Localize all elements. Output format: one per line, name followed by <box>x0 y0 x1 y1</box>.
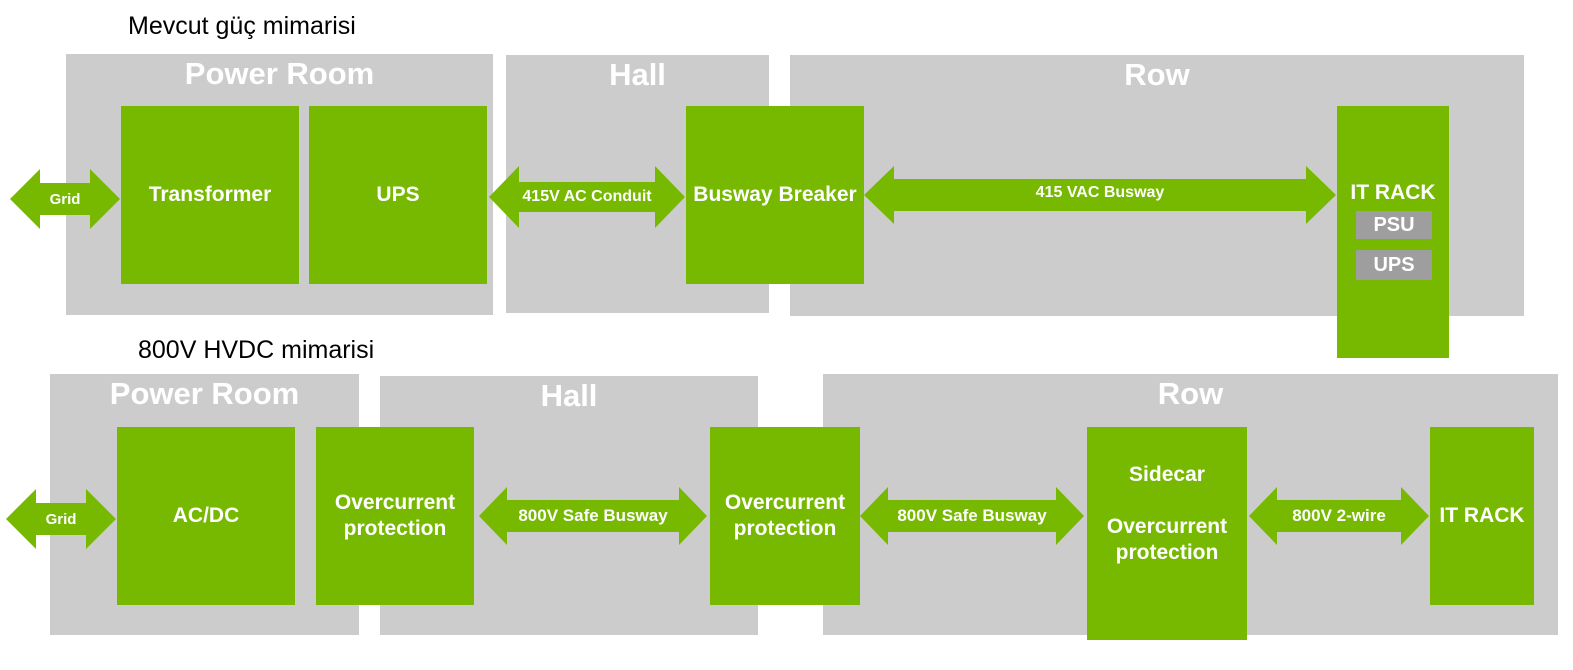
ac-conduit-label: 415V AC Conduit <box>522 188 652 205</box>
ups-block: UPS <box>309 106 487 284</box>
grid-label: Grid <box>45 510 77 528</box>
rack-ups-chip: UPS <box>1356 250 1432 280</box>
overcurrent-label-line2: protection <box>343 517 447 540</box>
psu-chip: PSU <box>1356 211 1432 239</box>
sidecar-block: Sidecar Overcurrent protection <box>1087 427 1247 640</box>
hvdc-architecture-title: 800V HVDC mimarisi <box>138 336 375 364</box>
overcurrent-protection-block-2: Overcurrent protection <box>710 427 860 605</box>
double-arrow-icon <box>479 487 707 545</box>
double-arrow-icon <box>1249 487 1429 545</box>
it-rack-label: IT RACK <box>1439 504 1525 527</box>
overcurrent-protection-block-1: Overcurrent protection <box>316 427 474 605</box>
grid-arrow-current: Grid <box>10 169 120 229</box>
two-wire-arrow: 800V 2-wire <box>1249 487 1429 545</box>
sidecar-overcurrent-line1: Overcurrent <box>1106 515 1228 538</box>
vac-busway-arrow: 415 VAC Busway <box>864 166 1336 224</box>
zone-title: Power Room <box>109 376 300 411</box>
grid-label: Grid <box>49 190 81 208</box>
psu-label: PSU <box>1373 213 1415 236</box>
double-arrow-icon <box>10 169 120 229</box>
double-arrow-icon <box>6 489 116 549</box>
zone-title: Row <box>1124 57 1190 92</box>
overcurrent-label-line1: Overcurrent <box>724 491 846 514</box>
vac-busway-label: 415 VAC Busway <box>1035 184 1165 201</box>
safe-busway-arrow-1: 800V Safe Busway <box>479 487 707 545</box>
ac-conduit-arrow: 415V AC Conduit <box>489 166 685 228</box>
it-rack-label: IT RACK <box>1350 181 1436 204</box>
current-architecture-title: Mevcut güç mimarisi <box>128 12 356 40</box>
zone-title: Hall <box>609 57 666 92</box>
zone-title: Row <box>1157 376 1224 411</box>
grid-arrow-hvdc: Grid <box>6 489 116 549</box>
sidecar-overcurrent-line2: protection <box>1115 541 1219 564</box>
busway-breaker-block: Busway Breaker <box>686 106 864 284</box>
busway-breaker-label: Busway Breaker <box>693 183 857 206</box>
double-arrow-icon <box>489 166 685 228</box>
zone-title: Hall <box>540 378 598 413</box>
double-arrow-icon <box>864 166 1336 224</box>
double-arrow-icon <box>860 487 1084 545</box>
safe-busway-arrow-2: 800V Safe Busway <box>860 487 1084 545</box>
acdc-block: AC/DC <box>117 427 295 605</box>
safe-busway-label: 800V Safe Busway <box>518 506 668 525</box>
overcurrent-label-line1: Overcurrent <box>334 491 456 514</box>
ups-label: UPS <box>376 183 420 206</box>
overcurrent-label-line2: protection <box>733 517 837 540</box>
transformer-label: Transformer <box>148 183 272 206</box>
acdc-label: AC/DC <box>172 504 240 527</box>
sidecar-label: Sidecar <box>1129 463 1205 486</box>
zone-title: Power Room <box>184 56 375 91</box>
two-wire-label: 800V 2-wire <box>1292 506 1386 525</box>
it-rack-block-hvdc: IT RACK <box>1430 427 1534 605</box>
safe-busway-label: 800V Safe Busway <box>897 506 1047 525</box>
rack-ups-label: UPS <box>1373 253 1415 276</box>
transformer-block: Transformer <box>121 106 299 284</box>
